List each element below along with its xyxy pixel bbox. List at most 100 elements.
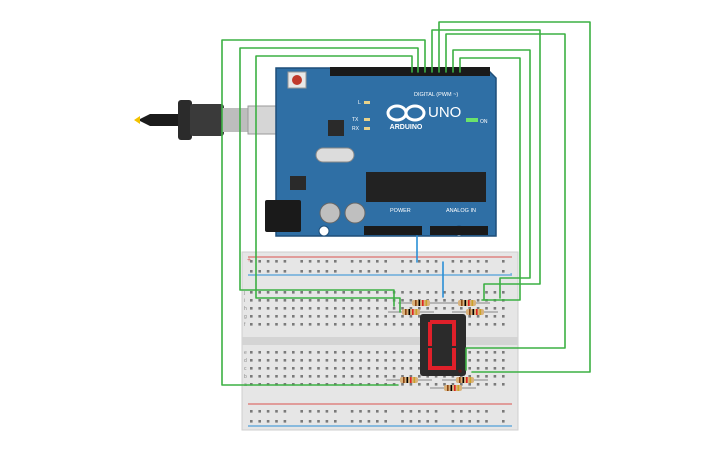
breadboard-hole[interactable]	[275, 420, 278, 423]
breadboard-hole[interactable]	[485, 260, 488, 263]
breadboard-hole[interactable]	[334, 260, 337, 263]
breadboard-hole[interactable]	[468, 383, 471, 386]
breadboard-hole[interactable]	[359, 410, 362, 413]
breadboard-hole[interactable]	[359, 359, 362, 362]
breadboard-hole[interactable]	[451, 375, 455, 378]
breadboard-hole[interactable]	[250, 351, 253, 354]
breadboard-hole[interactable]	[367, 291, 371, 294]
breadboard-hole[interactable]	[350, 359, 354, 362]
breadboard-hole[interactable]	[334, 299, 337, 302]
breadboard-hole[interactable]	[275, 307, 278, 310]
breadboard-hole[interactable]	[434, 270, 438, 273]
breadboard-hole[interactable]	[342, 359, 345, 362]
breadboard-hole[interactable]	[250, 315, 253, 318]
breadboard-hole[interactable]	[376, 410, 379, 413]
breadboard-hole[interactable]	[468, 367, 471, 370]
breadboard-hole[interactable]	[275, 351, 278, 354]
breadboard-hole[interactable]	[250, 260, 253, 263]
breadboard-hole[interactable]	[317, 260, 320, 263]
breadboard-hole[interactable]	[468, 351, 471, 354]
breadboard-hole[interactable]	[308, 270, 312, 273]
breadboard-hole[interactable]	[250, 420, 253, 423]
breadboard-hole[interactable]	[342, 351, 345, 354]
breadboard-hole[interactable]	[275, 375, 278, 378]
breadboard-hole[interactable]	[350, 315, 354, 318]
breadboard-hole[interactable]	[266, 351, 270, 354]
breadboard-hole[interactable]	[275, 291, 278, 294]
breadboard-hole[interactable]	[451, 410, 455, 413]
breadboard-hole[interactable]	[468, 315, 471, 318]
breadboard-hole[interactable]	[308, 367, 312, 370]
breadboard-hole[interactable]	[434, 383, 438, 386]
breadboard-hole[interactable]	[367, 420, 371, 423]
breadboard-hole[interactable]	[476, 291, 480, 294]
breadboard-hole[interactable]	[283, 260, 287, 263]
breadboard-hole[interactable]	[325, 260, 329, 263]
breadboard-hole[interactable]	[468, 410, 471, 413]
breadboard-hole[interactable]	[443, 307, 446, 310]
breadboard-hole[interactable]	[476, 270, 480, 273]
breadboard-hole[interactable]	[460, 383, 463, 386]
breadboard-hole[interactable]	[308, 260, 312, 263]
arduino-uno-board[interactable]: ARDUINO UNO DIGITAL (PWM ~) POWER ANALOG…	[265, 67, 497, 237]
breadboard-hole[interactable]	[250, 299, 253, 302]
breadboard-hole[interactable]	[476, 323, 480, 326]
breadboard-hole[interactable]	[485, 291, 488, 294]
breadboard-hole[interactable]	[502, 410, 505, 413]
breadboard-hole[interactable]	[359, 299, 362, 302]
breadboard-hole[interactable]	[401, 410, 404, 413]
power-header[interactable]	[364, 226, 422, 235]
breadboard-hole[interactable]	[401, 270, 404, 273]
breadboard-hole[interactable]	[334, 323, 337, 326]
breadboard-hole[interactable]	[468, 291, 471, 294]
wire[interactable]	[459, 57, 521, 301]
breadboard-hole[interactable]	[460, 270, 463, 273]
breadboard-hole[interactable]	[409, 299, 413, 302]
breadboard-hole[interactable]	[325, 299, 329, 302]
breadboard-hole[interactable]	[476, 359, 480, 362]
breadboard-hole[interactable]	[258, 315, 261, 318]
breadboard-hole[interactable]	[292, 375, 295, 378]
breadboard-hole[interactable]	[426, 420, 429, 423]
breadboard-hole[interactable]	[317, 367, 320, 370]
breadboard-hole[interactable]	[342, 323, 345, 326]
breadboard-hole[interactable]	[308, 291, 312, 294]
breadboard-hole[interactable]	[300, 375, 303, 378]
breadboard-hole[interactable]	[250, 307, 253, 310]
breadboard-hole[interactable]	[502, 367, 505, 370]
breadboard-hole[interactable]	[409, 315, 413, 318]
breadboard-hole[interactable]	[418, 270, 421, 273]
breadboard-hole[interactable]	[367, 359, 371, 362]
breadboard-hole[interactable]	[367, 260, 371, 263]
breadboard-hole[interactable]	[308, 410, 312, 413]
breadboard-hole[interactable]	[283, 270, 287, 273]
breadboard-hole[interactable]	[275, 323, 278, 326]
breadboard-hole[interactable]	[359, 270, 362, 273]
breadboard-hole[interactable]	[376, 315, 379, 318]
breadboard-hole[interactable]	[376, 260, 379, 263]
breadboard-hole[interactable]	[409, 383, 413, 386]
breadboard-hole[interactable]	[376, 359, 379, 362]
breadboard-hole[interactable]	[258, 367, 261, 370]
breadboard-hole[interactable]	[292, 307, 295, 310]
breadboard-hole[interactable]	[502, 270, 505, 273]
breadboard-hole[interactable]	[485, 323, 488, 326]
breadboard-hole[interactable]	[367, 307, 371, 310]
breadboard-hole[interactable]	[434, 410, 438, 413]
breadboard-hole[interactable]	[376, 420, 379, 423]
breadboard-hole[interactable]	[258, 410, 261, 413]
breadboard-hole[interactable]	[266, 291, 270, 294]
breadboard-hole[interactable]	[485, 420, 488, 423]
breadboard-hole[interactable]	[292, 359, 295, 362]
breadboard-hole[interactable]	[384, 315, 387, 318]
breadboard-hole[interactable]	[384, 307, 387, 310]
breadboard-hole[interactable]	[300, 291, 303, 294]
breadboard-hole[interactable]	[266, 367, 270, 370]
breadboard-hole[interactable]	[434, 260, 438, 263]
breadboard-hole[interactable]	[418, 375, 421, 378]
breadboard-hole[interactable]	[325, 410, 329, 413]
breadboard-hole[interactable]	[409, 291, 413, 294]
breadboard-hole[interactable]	[308, 307, 312, 310]
breadboard-hole[interactable]	[418, 367, 421, 370]
breadboard-hole[interactable]	[418, 351, 421, 354]
